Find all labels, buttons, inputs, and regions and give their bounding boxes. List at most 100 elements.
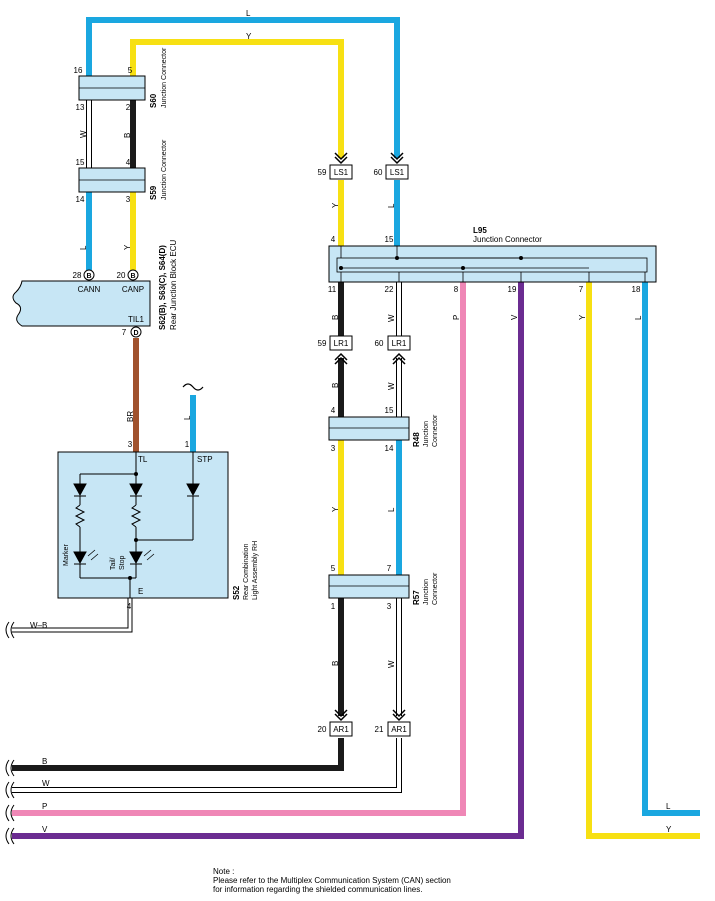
junction-dot bbox=[519, 256, 523, 260]
label-l-5: L bbox=[387, 507, 396, 512]
l95-pin7: 7 bbox=[579, 285, 584, 294]
note-line-1: Please refer to the Multiplex Communicat… bbox=[213, 876, 451, 885]
label-l-right: L bbox=[666, 802, 671, 811]
ls1-pin60: 60 bbox=[374, 168, 383, 177]
r48-pin15: 15 bbox=[385, 406, 394, 415]
ecu-name: Rear Junction Block ECU bbox=[169, 240, 178, 330]
junction-dot bbox=[461, 266, 465, 270]
s52-label-e: E bbox=[138, 587, 143, 596]
connector-r48 bbox=[328, 416, 410, 441]
connector-ls1-b bbox=[385, 164, 409, 180]
label-l-1: L bbox=[79, 245, 88, 250]
ar1-pin21: 21 bbox=[375, 725, 384, 734]
l95-pin19: 19 bbox=[508, 285, 517, 294]
ls1-pin59: 59 bbox=[318, 168, 327, 177]
wire-wb-core bbox=[12, 598, 132, 632]
label-y-4: Y bbox=[331, 506, 340, 512]
label-p-1: P bbox=[452, 315, 461, 320]
ar1-chevrons bbox=[334, 709, 406, 722]
r48-pin3: 3 bbox=[331, 444, 336, 453]
lr1-b-name: LR1 bbox=[392, 339, 407, 348]
label-w-2: W bbox=[387, 314, 396, 322]
lamp-assembly-s52 bbox=[57, 451, 229, 599]
lr1-a-name: LR1 bbox=[334, 339, 349, 348]
s60-code: S60 bbox=[149, 93, 158, 108]
wire-b-bottom bbox=[12, 738, 344, 771]
s52-pin3: 3 bbox=[128, 440, 133, 449]
r48-pin14: 14 bbox=[385, 444, 394, 453]
ecu-body bbox=[12, 280, 151, 327]
r57-pin5: 5 bbox=[331, 564, 336, 573]
lr1-pin59: 59 bbox=[318, 339, 327, 348]
r57-pin1: 1 bbox=[331, 602, 336, 611]
s60-pin5: 5 bbox=[128, 66, 133, 75]
ecu-pin-til bbox=[130, 326, 142, 338]
r48-pin4: 4 bbox=[331, 406, 336, 415]
label-y-1: Y bbox=[123, 244, 132, 250]
label-br: BR bbox=[126, 411, 135, 422]
s59-name: Junction Connector bbox=[161, 139, 168, 200]
connector-l95 bbox=[328, 245, 657, 283]
junction-dot bbox=[395, 256, 399, 260]
ls1-chevrons bbox=[334, 152, 404, 165]
label-b-4: B bbox=[331, 661, 340, 666]
wires bbox=[12, 17, 700, 839]
r48-name2: Connector bbox=[432, 414, 439, 447]
r57-code: R57 bbox=[412, 590, 421, 605]
lamp-circuit bbox=[74, 452, 194, 598]
s52-label-tl: TL bbox=[138, 455, 148, 464]
ecu-letter-til: D bbox=[133, 330, 138, 337]
l95-pin8: 8 bbox=[454, 285, 459, 294]
l95-name: Junction Connector bbox=[473, 235, 542, 244]
label-b-bottom: B bbox=[42, 757, 47, 766]
l95-pin22: 22 bbox=[385, 285, 394, 294]
s59-pin15: 15 bbox=[76, 158, 85, 167]
r48-name1: Junction bbox=[423, 421, 430, 447]
ls1-a-name: LS1 bbox=[334, 168, 349, 177]
label-b-1: B bbox=[123, 133, 132, 138]
label-l-4: L bbox=[634, 315, 643, 320]
s59-pin4: 4 bbox=[126, 158, 131, 167]
label-w-3: W bbox=[387, 382, 396, 390]
ecu-label-cann: CANN bbox=[78, 285, 101, 294]
l95-pin11: 11 bbox=[328, 285, 337, 294]
note-title: Note : bbox=[213, 867, 234, 876]
l95-pin18: 18 bbox=[632, 285, 641, 294]
ecu-label-til1: TIL1 bbox=[128, 315, 145, 324]
label-l-2: L bbox=[183, 415, 192, 420]
s52-stop-label: Stop bbox=[119, 555, 126, 570]
ls1-b-name: LS1 bbox=[390, 168, 405, 177]
wire-l-right bbox=[642, 282, 700, 816]
junction-dot bbox=[339, 266, 343, 270]
wire-l-top bbox=[86, 17, 400, 158]
connector-lr1-b bbox=[387, 335, 411, 351]
ecu-letter-canN: B bbox=[86, 273, 91, 280]
wire-p bbox=[12, 282, 466, 816]
note-line-2: for information regarding the shielded c… bbox=[213, 885, 422, 894]
continuation-tilde bbox=[182, 383, 204, 391]
junction-dot bbox=[134, 472, 138, 476]
r57-name1: Junction bbox=[423, 579, 430, 605]
junction-dot bbox=[128, 576, 132, 580]
s52-pin1: 1 bbox=[185, 440, 190, 449]
l95-code: L95 bbox=[473, 226, 487, 235]
label-l-3: L bbox=[387, 203, 396, 208]
s52-code: S52 bbox=[232, 585, 241, 600]
ar1-a-name: AR1 bbox=[333, 725, 349, 734]
led-emission-icon bbox=[87, 549, 155, 561]
ecu-pin-canP bbox=[127, 269, 139, 281]
ar1-b-name: AR1 bbox=[391, 725, 407, 734]
l95-pin4: 4 bbox=[331, 235, 336, 244]
s60-name: Junction Connector bbox=[161, 47, 168, 108]
ecu-pin-canN bbox=[83, 269, 95, 281]
s60-pin16: 16 bbox=[74, 66, 83, 75]
label-b-3: B bbox=[331, 383, 340, 388]
ecu-label-canp: CANP bbox=[122, 285, 144, 294]
s59-pin14: 14 bbox=[76, 195, 85, 204]
s52-name2: Light Assembly RH bbox=[252, 541, 259, 600]
lr1-pin60: 60 bbox=[375, 339, 384, 348]
label-y-2: Y bbox=[331, 202, 340, 208]
ecu-pin7: 7 bbox=[122, 328, 127, 337]
s52-marker-label: Marker bbox=[63, 544, 70, 566]
